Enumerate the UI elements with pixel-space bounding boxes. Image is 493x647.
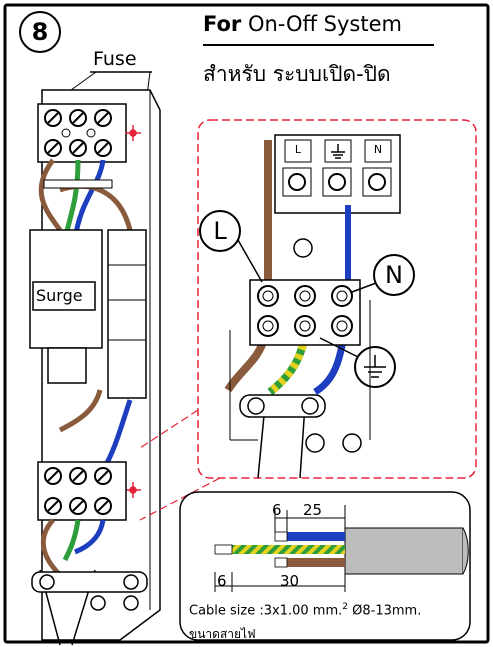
dim-top-large: 25 [303, 501, 323, 519]
strip-wire-blue [287, 532, 345, 541]
neutral-callout-circle [373, 254, 415, 296]
earth-symbol-icon [364, 355, 386, 378]
live-label: L [213, 217, 227, 245]
cable-clamp-top [43, 179, 113, 189]
callout-leader-bottom [139, 477, 221, 521]
title-thai: สำหรับ ระบบเปิด-ปิด [203, 62, 391, 86]
wire-ge-bottom [62, 519, 81, 562]
earth-leader [319, 337, 359, 358]
strip-wire-brown [287, 558, 345, 567]
surge-label-box [32, 281, 96, 311]
dim-top-small: 6 [272, 501, 282, 519]
ground-symbol-small [331, 144, 345, 159]
wire-blue-bottom [74, 519, 106, 555]
page-border [3, 3, 490, 644]
detail-wire-ge-stripe [267, 334, 309, 396]
detail-terminal-block [249, 279, 361, 346]
cable-size-sup: 2 [342, 602, 348, 612]
cable-size-thai: ขนาดสายไฟ [189, 627, 256, 641]
step-circle [19, 11, 61, 53]
earth-screw [293, 238, 313, 258]
surge-label: Surge [36, 286, 83, 305]
dim-lines [214, 505, 346, 592]
cable-size-suffix: Ø8-13mm. [348, 603, 422, 619]
title-rest-part: On-Off System [241, 12, 402, 36]
cable-size-text: Cable size :3x1.00 mm.2 Ø8-13mm. [189, 602, 421, 618]
mount-mark-top [125, 125, 141, 141]
cable-jacket [344, 527, 464, 575]
title-bold-part: For [203, 12, 242, 36]
live-leader [237, 239, 263, 283]
wire-blue-top [72, 159, 106, 241]
cable-clamp-bottom [31, 571, 148, 593]
cable-size-prefix: Cable size :3x1.00 mm. [189, 603, 343, 619]
top-terminal-block [37, 103, 127, 163]
fuse-holder [107, 229, 147, 399]
live-callout-circle [199, 210, 241, 252]
terminal-l-label: L [294, 143, 302, 156]
surge-base [47, 347, 87, 384]
neutral-label: N [385, 261, 403, 289]
wire-brown-bottom [40, 518, 62, 577]
detail-callout [197, 119, 477, 479]
dim-bottom-small: 6 [217, 572, 227, 590]
wire-brown-mid [58, 389, 103, 433]
wire-brown-top [38, 158, 63, 232]
mount-mark-bottom [125, 482, 141, 498]
title-english: For On-Off System [203, 12, 402, 36]
bottom-terminal-block [37, 461, 127, 521]
terminal-n-label: N [373, 143, 383, 156]
step-number: 8 [31, 18, 49, 46]
dim-bottom-large: 30 [280, 572, 300, 590]
fuse-label: Fuse [93, 48, 137, 70]
neutral-leader [351, 282, 377, 293]
